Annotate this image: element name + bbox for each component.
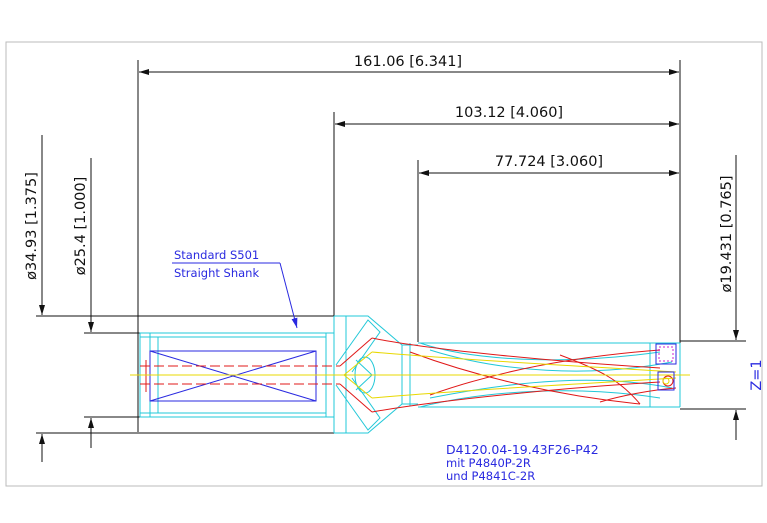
flute-length-label: 77.724 [3.060] [495,154,603,170]
shank-flat [149,350,317,402]
flute-count-label: Z=1 [749,359,765,390]
coolant-channels [140,337,677,413]
insert-line2: und P4841C-2R [446,469,535,483]
flange-diameter-label: ø34.93 [1.375] [24,172,40,280]
drawing-frame [5,41,763,487]
dimension-flute-length [417,160,679,342]
center-axis [130,351,690,399]
shank-diameter-label: ø25.4 [1.000] [73,177,89,276]
shank-note-line2: Straight Shank [174,266,259,280]
shank-note-line1: Standard S501 [174,248,259,262]
dimension-shank-diameter [84,158,150,448]
drill-diameter-label: ø19.431 [0.765] [719,175,735,292]
cutting-insert [655,343,677,391]
shank-note-leader [172,262,298,329]
part-number: D4120.04-19.43F26-P42 [446,442,599,457]
dimension-body-length [333,112,679,320]
overall-length-label: 161.06 [6.341] [354,54,462,70]
insert-line1: mit P4840P-2R [446,456,531,470]
dimension-flange-diameter [36,135,340,462]
body-length-label: 103.12 [4.060] [455,105,563,121]
dimension-drill-diameter [680,155,746,440]
dimension-overall-length [137,60,681,432]
